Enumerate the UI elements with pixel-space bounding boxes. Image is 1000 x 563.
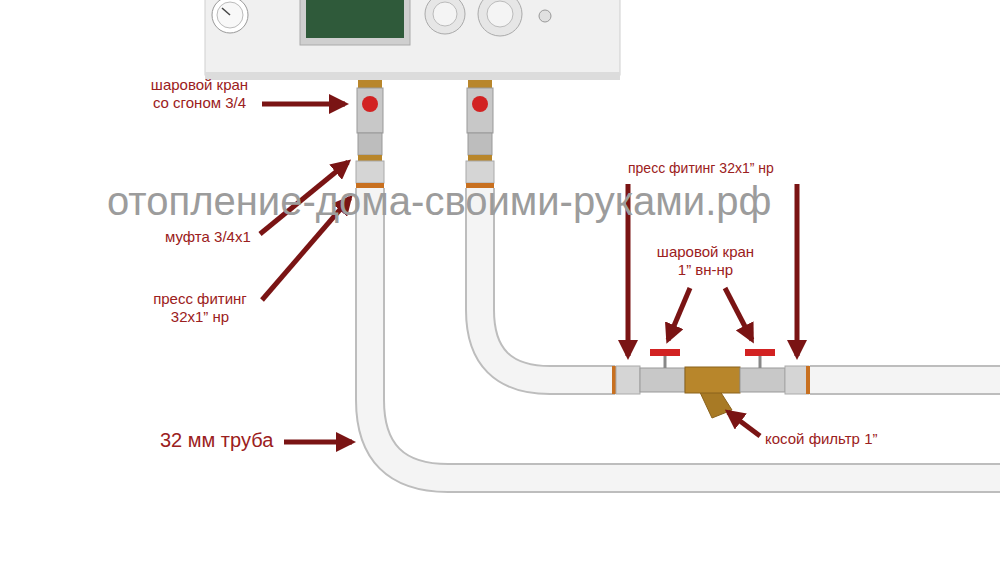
- watermark: отопление-дома-своими-руками.рф: [107, 181, 771, 221]
- valve-label: шаровой кран со сгоном 3/4: [146, 76, 253, 112]
- supply-fittings: [356, 80, 384, 188]
- coupling-label: муфта 3/4x1: [165, 228, 251, 246]
- boiler: [205, 0, 620, 80]
- pipes: [370, 188, 1000, 478]
- leader-arrows: [260, 104, 797, 442]
- pipe-label: 32 мм труба: [160, 428, 273, 452]
- valve-label: шаровой кран 1” вн-нр: [652, 243, 759, 279]
- return-fittings: [466, 80, 494, 188]
- fitting-label: пресс фитинг 32x1” нр: [628, 160, 774, 177]
- filter-label: косой фильтр 1”: [765, 430, 877, 448]
- filter-assembly: [612, 349, 810, 418]
- fitting-label: пресс фитинг 32x1” нр: [145, 290, 255, 326]
